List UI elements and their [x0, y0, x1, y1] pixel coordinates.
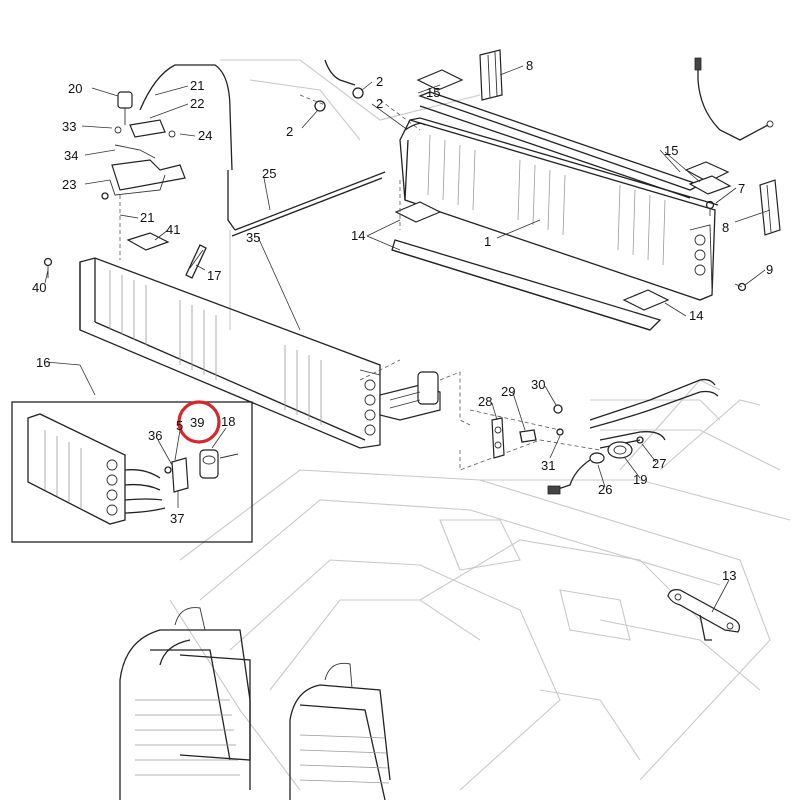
- callout-2: 2: [286, 124, 293, 139]
- expansion-valve-block: [379, 371, 441, 421]
- callout-14: 14: [351, 228, 365, 243]
- callout-37: 37: [170, 511, 184, 526]
- callout-21: 21: [140, 210, 154, 225]
- detail-inset: [11, 401, 253, 543]
- callout-27: 27: [652, 456, 666, 471]
- callout-30: 30: [531, 377, 545, 392]
- callout-23: 23: [62, 177, 76, 192]
- dashed-routing: [119, 94, 601, 471]
- callout-labels: 1 2 2 2 5 7 8 8 9 13 14 14 14 15 15 16 1…: [32, 58, 773, 583]
- leader-lines: [44, 65, 771, 613]
- callout-24: 24: [198, 128, 212, 143]
- bolts-7-9: [705, 200, 747, 292]
- highlight-ring: [177, 400, 221, 444]
- callout-15: 15: [664, 143, 678, 158]
- fitting-group-right: [491, 378, 719, 495]
- callout-36: 36: [148, 428, 162, 443]
- callout-2: 2: [376, 74, 383, 89]
- callout-1: 1: [484, 234, 491, 249]
- mounting-brackets: [394, 69, 732, 311]
- callout-21: 21: [190, 78, 204, 93]
- callout-26: 26: [598, 482, 612, 497]
- callout-8: 8: [526, 58, 533, 73]
- callout-9: 9: [766, 262, 773, 277]
- callout-31: 31: [541, 458, 555, 473]
- bracket-13: [667, 589, 741, 641]
- fittings-2: [314, 59, 426, 131]
- core-left-16: [79, 257, 381, 449]
- callout-18: 18: [221, 414, 235, 429]
- callout-28: 28: [478, 394, 492, 409]
- callout-5: 5: [176, 418, 183, 433]
- callout-15: 15: [426, 85, 440, 100]
- blower-units: [119, 607, 391, 800]
- callout-16: 16: [36, 355, 50, 370]
- callout-2: 2: [376, 96, 383, 111]
- seal-strip-14: [391, 239, 662, 331]
- callout-17: 17: [207, 268, 221, 283]
- callout-19: 19: [633, 472, 647, 487]
- seal-strip-15: [418, 91, 702, 199]
- callout-41: 41: [166, 222, 180, 237]
- callout-33: 33: [62, 119, 76, 134]
- callout-34: 34: [64, 148, 78, 163]
- callout-35: 35: [246, 230, 260, 245]
- callout-40: 40: [32, 280, 46, 295]
- callout-25: 25: [262, 166, 276, 181]
- callout-13: 13: [722, 568, 736, 583]
- callout-20: 20: [68, 81, 82, 96]
- callout-29: 29: [501, 384, 515, 399]
- cable-top-right: [694, 57, 774, 141]
- callout-14: 14: [689, 308, 703, 323]
- small-parts-40-41-17: [43, 232, 207, 279]
- core-right-1: [399, 117, 719, 301]
- channel-8: [479, 49, 781, 236]
- callout-8: 8: [722, 220, 729, 235]
- cab-floor-ghost: [169, 59, 791, 791]
- callout-39: 39: [190, 415, 204, 430]
- callout-22: 22: [190, 96, 204, 111]
- switch-assembly-20-34: [101, 64, 233, 200]
- callout-7: 7: [738, 181, 745, 196]
- tubes-25-35: [227, 170, 386, 237]
